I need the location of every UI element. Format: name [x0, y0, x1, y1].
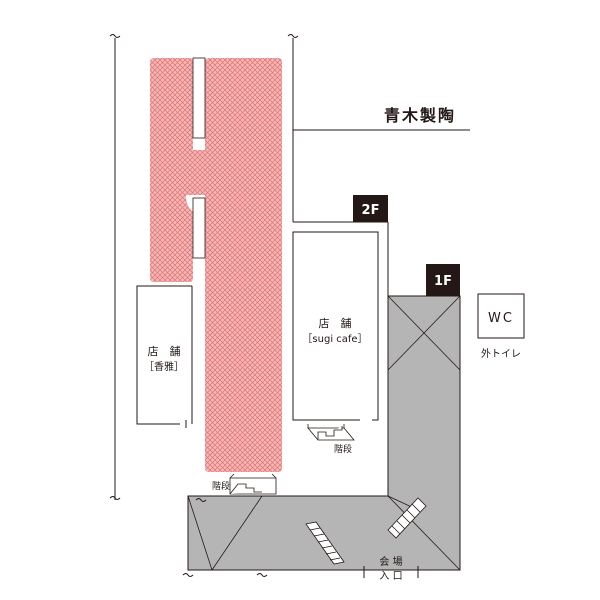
stairs-left — [229, 473, 277, 495]
shop-center-label: 店 舗 — [319, 316, 352, 330]
floor-tag-2f: 2F — [353, 195, 388, 222]
wc-box: WC — [477, 293, 525, 339]
shop-center-sublabel: ［sugi cafe］ — [302, 333, 367, 345]
floor-1f-label: 1F — [434, 274, 452, 289]
stairs-left-label: 階段 — [212, 480, 230, 492]
building-label: 青木製陶 — [384, 106, 456, 125]
shop-center-box — [292, 231, 379, 421]
stairs-center-label: 階段 — [334, 443, 352, 455]
stairs-inside-right — [387, 497, 427, 539]
entrance-line1: 会 場 — [379, 555, 402, 568]
stairs-inside-left — [305, 521, 345, 565]
shop-left-label: 店 舗 — [148, 344, 181, 358]
bottom-breaks — [182, 498, 268, 577]
red-hatched-zone — [150, 57, 282, 472]
entrance-marker — [363, 566, 419, 578]
floor-tag-1f: 1F — [426, 264, 460, 296]
entrance-line2: 入 口 — [379, 571, 402, 582]
wc-caption: 外トイレ — [481, 348, 521, 360]
shop-left-box — [136, 285, 193, 428]
floor-2f-label: 2F — [362, 203, 380, 218]
stairs-center — [307, 424, 355, 441]
wc-label: WC — [488, 311, 514, 326]
left-boundary-line — [109, 34, 121, 500]
shop-left-sublabel: ［香雅］ — [144, 360, 184, 373]
